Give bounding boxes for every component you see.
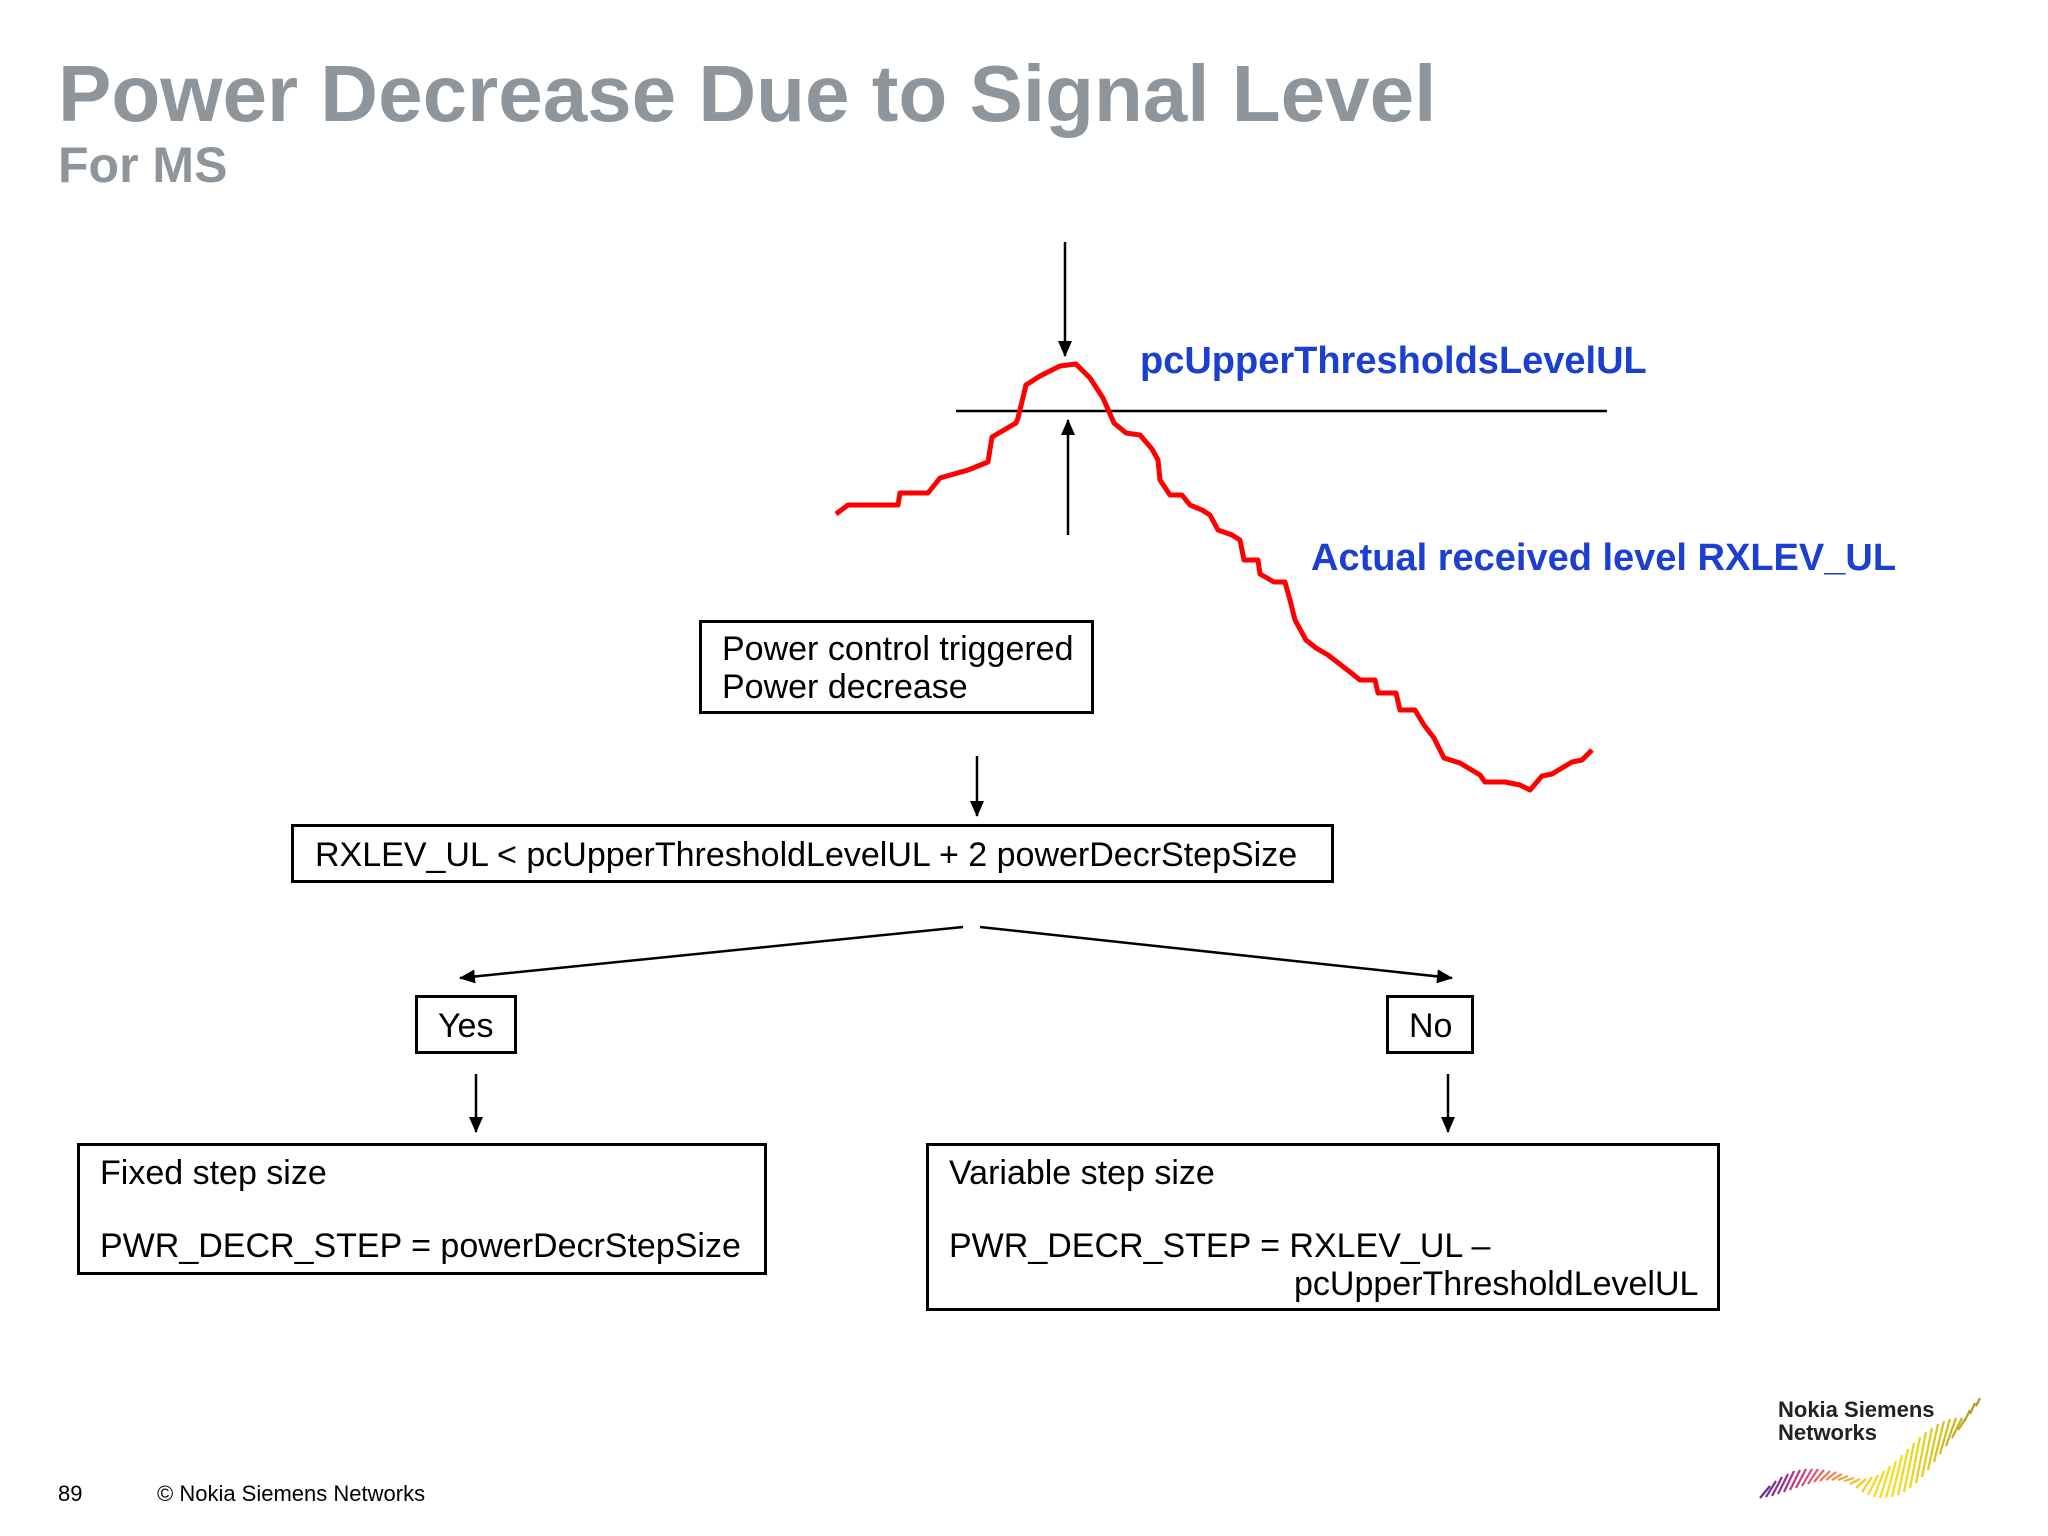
logo-line1: Nokia Siemens [1778,1397,1935,1422]
condition-to-yes-arrow [459,925,964,984]
no-label: No [1409,1007,1453,1045]
threshold-label: pcUpperThresholdsLevelUL [1140,340,1647,382]
fixed-step-box: Fixed step size PWR_DECR_STEP = powerDec… [77,1143,767,1275]
fixed-step-title: Fixed step size [100,1154,327,1192]
slide-title: Power Decrease Due to Signal Level [58,49,1437,138]
condition-to-no-arrow [979,925,1453,984]
yes-box: Yes [415,995,517,1054]
yes-label: Yes [438,1007,494,1045]
condition-box: RXLEV_UL < pcUpperThresholdLevelUL + 2 p… [291,824,1334,883]
signal-label: Actual received level RXLEV_UL [1311,537,1897,579]
copyright: © Nokia Siemens Networks [157,1481,426,1506]
fixed-step-formula: PWR_DECR_STEP = powerDecrStepSize [100,1227,741,1265]
variable-step-formula-line1: PWR_DECR_STEP = RXLEV_UL – [949,1227,1491,1265]
no-box: No [1386,995,1474,1054]
variable-step-formula-line2: pcUpperThresholdLevelUL [1294,1265,1699,1303]
trigger-box-line1: Power control triggered [722,630,1074,668]
nokia-siemens-logo-text: Nokia Siemens Networks [1778,1398,1935,1444]
nokia-siemens-logo-swoosh [1759,1397,1981,1499]
rxlev-signal-curve [834,361,1594,793]
slide-subtitle: For MS [58,137,228,193]
condition-text: RXLEV_UL < pcUpperThresholdLevelUL + 2 p… [315,836,1298,874]
trigger-box: Power control triggered Power decrease [699,620,1094,714]
page-number: 89 [58,1481,83,1506]
variable-step-title: Variable step size [949,1154,1215,1192]
logo-line2: Networks [1778,1420,1878,1445]
variable-step-box: Variable step size PWR_DECR_STEP = RXLEV… [926,1143,1720,1311]
trigger-box-line2: Power decrease [722,668,968,706]
